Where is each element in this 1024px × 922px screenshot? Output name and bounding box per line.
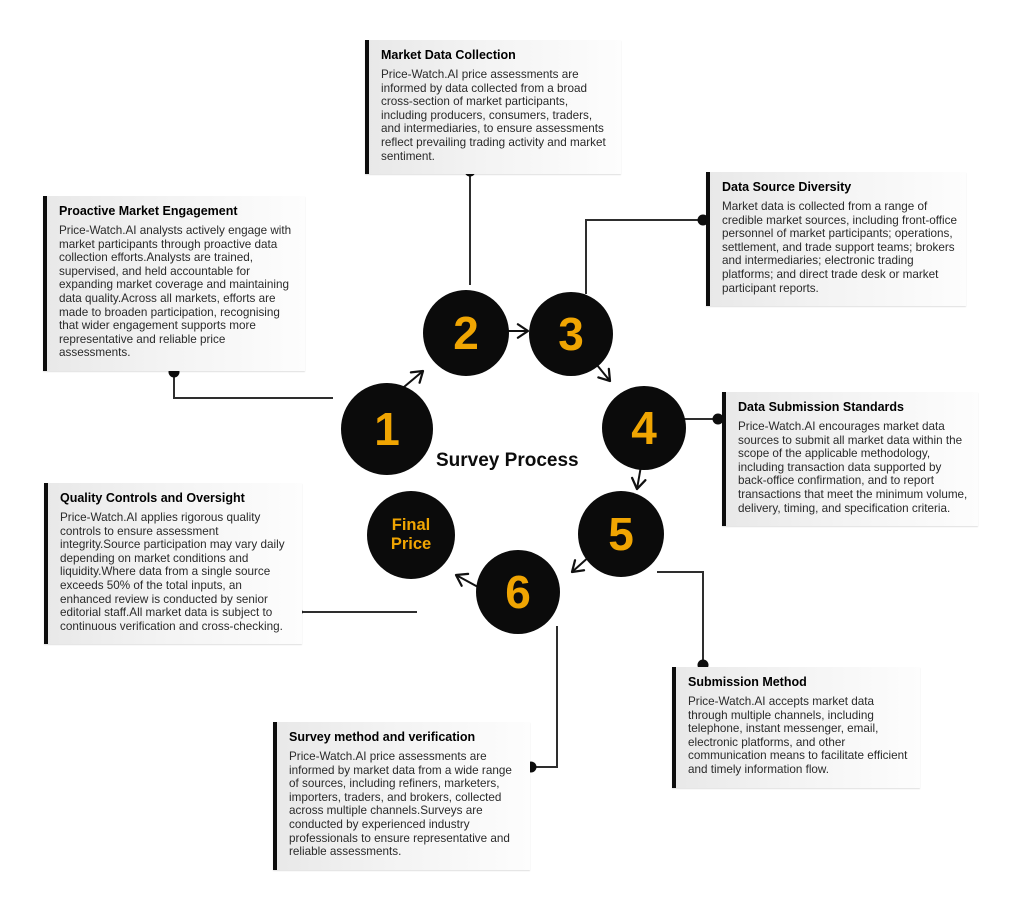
callout-title: Quality Controls and Oversight	[60, 491, 245, 505]
callout-body: Price-Watch.AI price assessments are inf…	[381, 68, 606, 163]
callout-title: Proactive Market Engagement	[59, 204, 238, 218]
step-label: 1	[374, 403, 400, 455]
callout-body: Market data is collected from a range of…	[722, 200, 957, 295]
accent-bar	[365, 40, 369, 175]
callout-body: Price-Watch.AI encourages market data so…	[738, 420, 968, 515]
callout-market-data-collection: Market Data Collection Price-Watch.AI pr…	[365, 40, 621, 175]
arrow-6-to-final-icon	[454, 572, 479, 588]
step-label: Final Price	[390, 516, 432, 553]
connector-submission	[657, 571, 704, 665]
callout-title: Market Data Collection	[381, 48, 516, 62]
callout-body: Price-Watch.AI analysts actively engage …	[59, 224, 292, 360]
callout-submission-method: Submission Method Price-Watch.AI accepts…	[672, 667, 920, 788]
connector-data-source	[585, 219, 703, 294]
step-label: 5	[608, 508, 634, 560]
callout-proactive-market-engagement: Proactive Market Engagement Price-Watch.…	[43, 196, 305, 371]
step-circle-1: 1	[341, 383, 433, 475]
callout-body: Price-Watch.AI price assessments are inf…	[289, 750, 512, 859]
accent-bar	[672, 667, 676, 788]
connector-proactive	[173, 372, 333, 399]
step-circle-final-price: Final Price	[367, 491, 455, 579]
callout-data-source-diversity: Data Source Diversity Market data is col…	[706, 172, 966, 307]
accent-bar	[43, 196, 47, 371]
step-circle-3: 3	[529, 292, 613, 376]
accent-bar	[722, 392, 726, 527]
step-label: 2	[453, 307, 479, 359]
callout-survey-method-verification: Survey method and verification Price-Wat…	[273, 722, 530, 870]
callout-title: Data Source Diversity	[722, 180, 852, 194]
callout-title: Survey method and verification	[289, 730, 476, 744]
accent-bar	[44, 483, 48, 645]
step-circle-6: 6	[476, 550, 560, 634]
step-label: 6	[505, 566, 531, 618]
callout-body: Price-Watch.AI accepts market data throu…	[688, 695, 908, 776]
diagram-title: Survey Process	[436, 450, 579, 471]
accent-bar	[273, 722, 277, 870]
callout-title: Submission Method	[688, 675, 807, 689]
step-circle-5: 5	[578, 491, 664, 577]
callout-title: Data Submission Standards	[738, 400, 905, 414]
step-label: 4	[631, 402, 657, 454]
connector-survey	[531, 626, 558, 768]
callout-quality-controls-oversight: Quality Controls and Oversight Price-Wat…	[44, 483, 302, 645]
callout-data-submission-standards: Data Submission Standards Price-Watch.AI…	[722, 392, 978, 527]
step-circle-2: 2	[423, 290, 509, 376]
callout-body: Price-Watch.AI applies rigorous quality …	[60, 511, 285, 633]
accent-bar	[706, 172, 710, 307]
step-label: 3	[558, 308, 584, 360]
step-circle-4: 4	[602, 386, 686, 470]
